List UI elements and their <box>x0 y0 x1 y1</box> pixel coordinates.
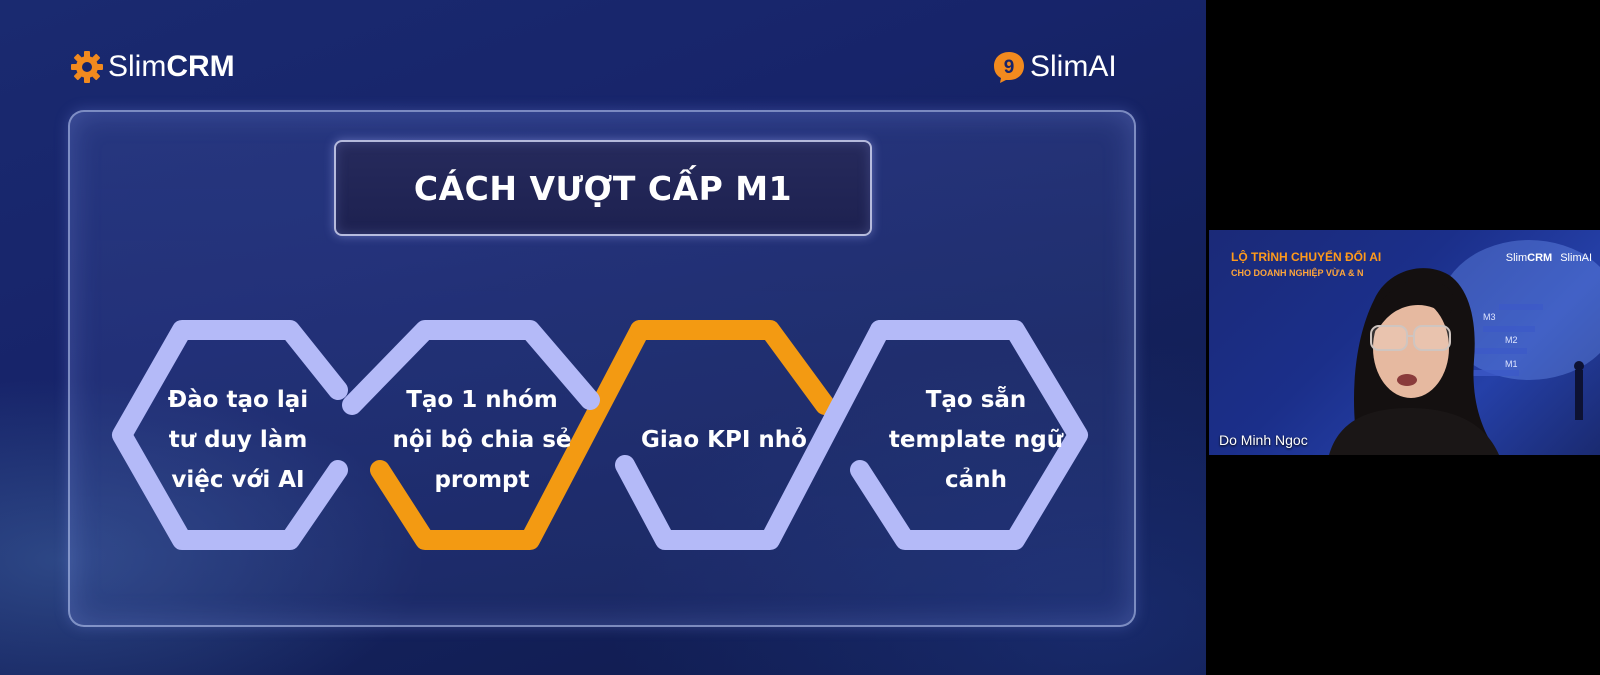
stair-label-m1: M1 <box>1505 359 1518 369</box>
hex-2-lower <box>370 320 650 550</box>
hex-3-upper <box>630 320 835 415</box>
step-2-text: Tạo 1 nhóm nội bộ chia sẻ prompt <box>392 387 572 493</box>
webcam-scene: M1 M2 M3 <box>1329 240 1600 455</box>
logo-left-light: Slim <box>108 50 167 83</box>
participant-name: Do Minh Ngoc <box>1219 432 1308 448</box>
logo-right-text: SlimAI <box>1030 50 1117 83</box>
logo-icon-glyph: 9 <box>1004 57 1015 78</box>
stair-label-m3: M3 <box>1483 312 1496 322</box>
hex-3-lower <box>615 320 890 550</box>
webcam-bg-title: LỘ TRÌNH CHUYỂN ĐỔI AI CHO DOANH NGHIỆP … <box>1231 250 1382 278</box>
slimai-logo: 9 SlimAI <box>992 50 1117 84</box>
logo-left-bold: CRM <box>166 50 235 83</box>
hex-1-outline <box>112 320 348 550</box>
speech-bubble-9-icon: 9 <box>994 52 1024 83</box>
title-box: CÁCH VƯỢT CẤP M1 <box>334 140 872 236</box>
gear-icon <box>71 51 103 83</box>
hex-4-outline <box>850 320 1088 550</box>
webcam-bg-logos: SlimCRM SlimAI <box>1506 252 1592 264</box>
hex-2-upper <box>342 320 600 415</box>
step-1-text: Đào tạo lại tư duy làm việc với AI <box>167 387 309 493</box>
stair-label-m2: M2 <box>1505 335 1518 345</box>
step-4-text: Tạo sẵn template ngữ cảnh <box>888 387 1064 493</box>
webcam-slimcrm-logo: SlimCRM <box>1505 252 1553 264</box>
step-3-text: Giao KPI nhỏ <box>641 427 807 453</box>
hexagon-chain <box>112 320 1088 550</box>
webcam-tile[interactable]: M1 M2 M3 LỘ TRÌNH CHUYỂN ĐỔI AI CHO DOAN… <box>1209 230 1600 455</box>
slide-title: CÁCH VƯỢT CẤP M1 <box>413 168 793 208</box>
webcam-slimai-logo: SlimAI <box>1560 252 1592 264</box>
